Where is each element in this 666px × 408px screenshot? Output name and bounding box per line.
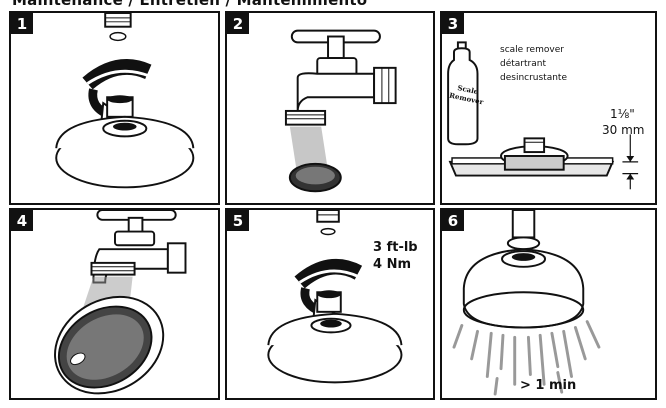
torque-nm: 4 Nm [373,257,411,272]
page-title: Maintenance / Entretien / Mantenimiento [12,0,368,9]
step-number: 4 [11,210,33,231]
torque-ft-lb: 3 ft-lb [373,240,418,255]
step-2-illustration [284,29,397,193]
step-5-panel: 5 3 ft-lb 4 Nm [225,208,435,400]
duration-label: > 1 min [520,378,577,393]
step-6-illustration [452,210,601,396]
step-6-panel: 6 > 1 min [440,208,657,400]
step-number: 6 [442,210,464,231]
step-5-illustration [267,210,403,384]
step-3-illustration [447,41,639,190]
scale-remover-label-es: desincrustante [500,73,567,83]
step-number: 5 [227,210,249,231]
scale-remover-label-fr: détartrant [500,59,546,69]
step-number: 3 [442,13,464,34]
step-1-illustration [55,13,195,189]
step-4-panel: 4 [9,208,220,400]
step-3-panel: 3 Scale Remover scale remover détartrant… [440,11,657,205]
step-4-illustration [54,210,187,395]
step-number: 1 [11,13,33,34]
step-2-panel: 2 [225,11,435,205]
measurement-mm: 30 mm [602,123,645,137]
scale-remover-label-en: scale remover [500,45,564,55]
step-number: 2 [227,13,249,34]
step-1-panel: 1 [9,11,220,205]
measurement-inches: 1⅛" [610,107,635,121]
